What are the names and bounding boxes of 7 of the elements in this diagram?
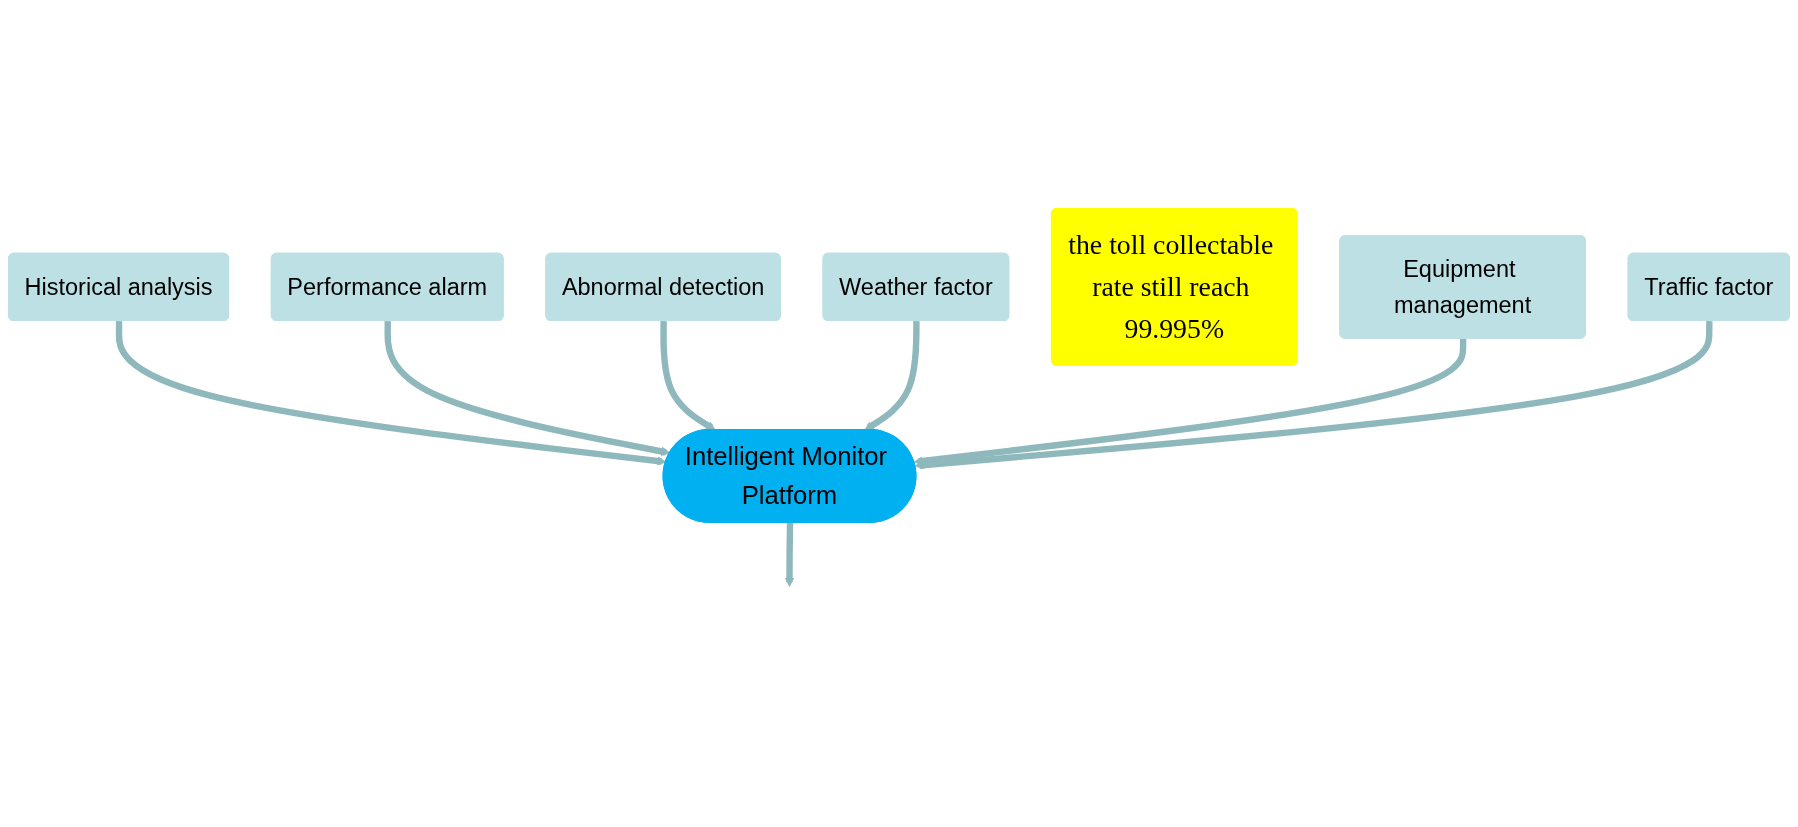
arrow — [913, 338, 1467, 466]
arrow — [864, 321, 920, 431]
arrow — [660, 321, 716, 431]
arrow — [784, 522, 795, 587]
arrow — [914, 321, 1713, 470]
arrow — [115, 321, 667, 466]
arrow — [384, 321, 671, 457]
